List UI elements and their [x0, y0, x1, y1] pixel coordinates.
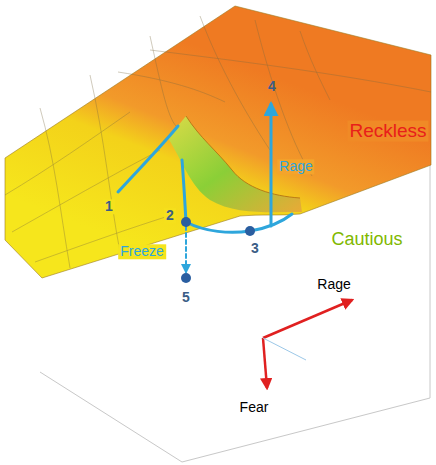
axis-label: Fear — [238, 400, 271, 415]
region-label: Cautious — [329, 230, 404, 250]
surface-grid — [5, 16, 431, 268]
fold-edge — [186, 116, 300, 198]
path-2-3 — [182, 160, 292, 232]
callout-number: 1 — [103, 199, 115, 214]
callout-number: 2 — [164, 208, 176, 223]
rage-arrow — [270, 104, 273, 226]
callout-number: 5 — [180, 290, 192, 305]
freeze-arrow — [185, 226, 187, 272]
callout-number: 3 — [249, 241, 261, 256]
transition-label: Freeze — [118, 244, 166, 259]
callout-number: 4 — [266, 79, 278, 94]
axis-guide — [263, 338, 306, 360]
surface-sheet — [5, 6, 431, 278]
axis-label: Rage — [315, 277, 352, 292]
path-1 — [118, 126, 178, 192]
trajectories — [118, 104, 292, 272]
axes — [263, 300, 352, 388]
state-dots — [181, 217, 255, 283]
transition-label: Rage — [277, 159, 314, 174]
region-label: Reckless — [347, 121, 428, 142]
